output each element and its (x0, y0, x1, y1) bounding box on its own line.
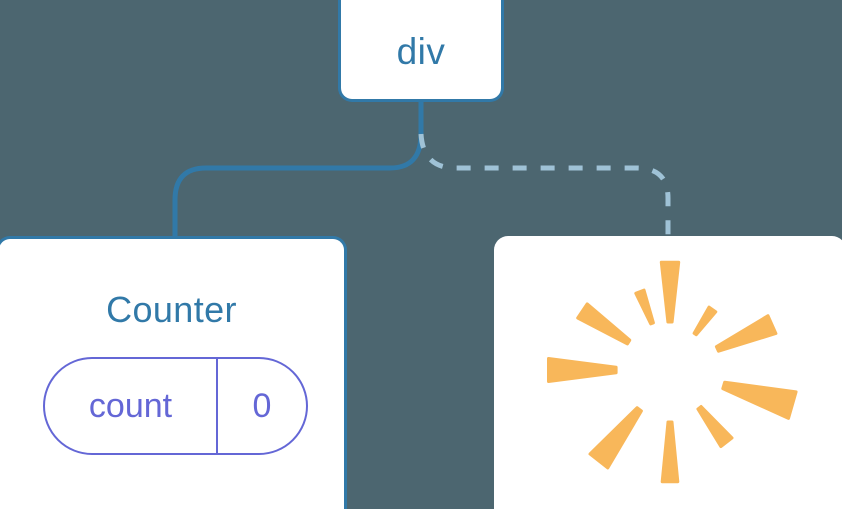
starburst-ray (659, 260, 681, 324)
edge-div-to-burst-dashed (418, 133, 671, 240)
node-div-label: div (396, 31, 446, 72)
node-div[interactable]: div (338, 0, 504, 102)
starburst-ray (634, 288, 655, 326)
starburst-ray (547, 357, 618, 383)
starburst-ray (692, 305, 718, 337)
node-burst[interactable] (494, 236, 842, 509)
starburst-ray (588, 406, 643, 470)
starburst-ray (696, 405, 734, 449)
node-counter-label: Counter (106, 289, 237, 330)
node-counter[interactable]: Counter count 0 (0, 236, 347, 509)
starburst-ray (660, 420, 680, 484)
state-key-label: count (45, 359, 218, 453)
edge-div-to-counter-solid (172, 99, 424, 243)
starburst-ray (721, 380, 798, 420)
state-pill-count[interactable]: count 0 (43, 357, 308, 455)
starburst-ray (576, 302, 632, 346)
starburst-ray (714, 314, 778, 353)
starburst-icon (547, 260, 798, 484)
state-value-label: 0 (252, 387, 272, 425)
